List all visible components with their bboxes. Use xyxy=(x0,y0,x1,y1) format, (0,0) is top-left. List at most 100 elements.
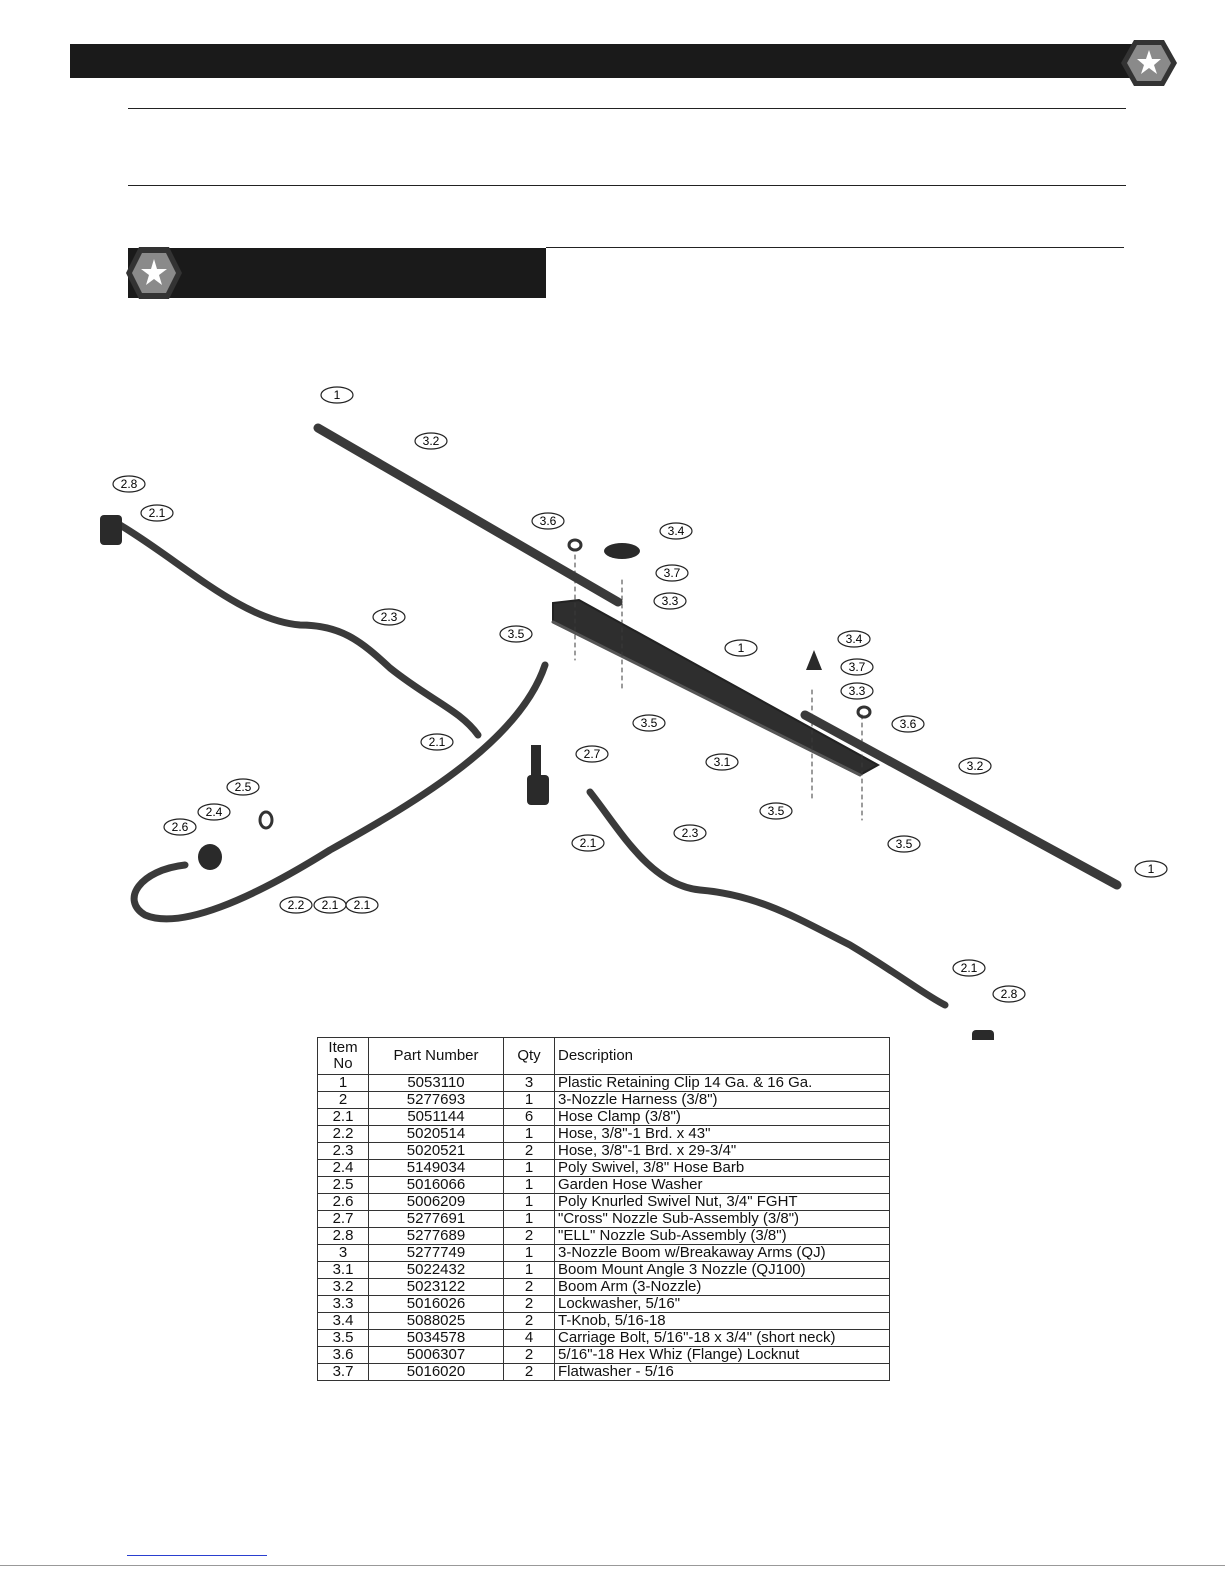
cell-part: 5053110 xyxy=(368,1074,504,1092)
cell-item: 2 xyxy=(317,1091,369,1109)
callout-label: 3.1 xyxy=(705,753,739,771)
cell-desc: Lockwasher, 5/16" xyxy=(554,1295,890,1313)
cell-item: 3.5 xyxy=(317,1329,369,1347)
star-badge-icon xyxy=(1121,40,1177,86)
callout-label: 3.3 xyxy=(840,682,874,700)
cell-item: 3.6 xyxy=(317,1346,369,1364)
cell-part: 5020514 xyxy=(368,1125,504,1143)
svg-text:2.1: 2.1 xyxy=(961,961,978,975)
svg-text:2.1: 2.1 xyxy=(149,506,166,520)
callout-label: 3.3 xyxy=(653,592,687,610)
column-header-part-number: Part Number xyxy=(368,1037,504,1075)
callout-label: 2.5 xyxy=(226,778,260,796)
cell-part: 5016026 xyxy=(368,1295,504,1313)
cell-desc: 3-Nozzle Boom w/Breakaway Arms (QJ) xyxy=(554,1244,890,1262)
svg-text:3.2: 3.2 xyxy=(967,759,984,773)
cell-item: 2.4 xyxy=(317,1159,369,1177)
cell-qty: 2 xyxy=(503,1295,555,1313)
cell-qty: 2 xyxy=(503,1363,555,1381)
cell-qty: 1 xyxy=(503,1176,555,1194)
callout-label: 3.7 xyxy=(840,658,874,676)
cell-part: 5016020 xyxy=(368,1363,504,1381)
cell-desc: Poly Knurled Swivel Nut, 3/4" FGHT xyxy=(554,1193,890,1211)
cell-part: 5006307 xyxy=(368,1346,504,1364)
cell-item: 2.1 xyxy=(317,1108,369,1126)
svg-text:1: 1 xyxy=(738,641,745,655)
callout-label: 2.8 xyxy=(112,475,146,493)
callout-label: 2.7 xyxy=(575,745,609,763)
callout-label: 2.6 xyxy=(163,818,197,836)
cell-desc: 5/16"-18 Hex Whiz (Flange) Locknut xyxy=(554,1346,890,1364)
cell-qty: 1 xyxy=(503,1091,555,1109)
cell-part: 5277693 xyxy=(368,1091,504,1109)
cell-desc: Poly Swivel, 3/8" Hose Barb xyxy=(554,1159,890,1177)
cell-item: 2.6 xyxy=(317,1193,369,1211)
cell-part: 5006209 xyxy=(368,1193,504,1211)
cell-item: 3.3 xyxy=(317,1295,369,1313)
svg-text:2.3: 2.3 xyxy=(381,610,398,624)
cell-item: 3.2 xyxy=(317,1278,369,1296)
cell-desc: Flatwasher - 5/16 xyxy=(554,1363,890,1381)
cell-desc: Plastic Retaining Clip 14 Ga. & 16 Ga. xyxy=(554,1074,890,1092)
svg-text:3.4: 3.4 xyxy=(668,524,685,538)
cell-part: 5016066 xyxy=(368,1176,504,1194)
cell-desc: Hose, 3/8"-1 Brd. x 29-3/4" xyxy=(554,1142,890,1160)
cell-item: 2.7 xyxy=(317,1210,369,1228)
callout-label: 3.6 xyxy=(531,512,565,530)
svg-text:3.5: 3.5 xyxy=(508,627,525,641)
cell-qty: 1 xyxy=(503,1244,555,1262)
cell-item: 2.8 xyxy=(317,1227,369,1245)
callout-label: 1 xyxy=(724,639,758,657)
svg-text:3.3: 3.3 xyxy=(849,684,866,698)
cell-part: 5020521 xyxy=(368,1142,504,1160)
callout-label: 2.1 xyxy=(313,896,347,914)
callout-label: 2.1 xyxy=(420,733,454,751)
svg-text:3.3: 3.3 xyxy=(662,594,679,608)
svg-text:2.7: 2.7 xyxy=(584,747,601,761)
divider-line xyxy=(546,247,1124,248)
cell-item: 2.3 xyxy=(317,1142,369,1160)
cell-part: 5051144 xyxy=(368,1108,504,1126)
column-header-item-no: Item No xyxy=(317,1037,369,1075)
svg-text:2.1: 2.1 xyxy=(354,898,371,912)
callout-label: 3.2 xyxy=(414,432,448,450)
star-badge-icon xyxy=(126,247,182,299)
callout-label: 2.3 xyxy=(372,608,406,626)
callout-label: 3.4 xyxy=(659,522,693,540)
cell-part: 5022432 xyxy=(368,1261,504,1279)
callout-label: 3.5 xyxy=(759,802,793,820)
svg-text:2.1: 2.1 xyxy=(322,898,339,912)
svg-text:3.4: 3.4 xyxy=(846,632,863,646)
cell-desc: Hose Clamp (3/8") xyxy=(554,1108,890,1126)
cell-item: 3.4 xyxy=(317,1312,369,1330)
callout-label: 3.7 xyxy=(655,564,689,582)
svg-text:2.1: 2.1 xyxy=(580,836,597,850)
svg-text:3.6: 3.6 xyxy=(540,514,557,528)
cell-item: 3 xyxy=(317,1244,369,1262)
cell-qty: 1 xyxy=(503,1210,555,1228)
cell-part: 5088025 xyxy=(368,1312,504,1330)
svg-text:3.5: 3.5 xyxy=(768,804,785,818)
divider-line xyxy=(128,185,1126,186)
svg-text:1: 1 xyxy=(1148,862,1155,876)
svg-text:1: 1 xyxy=(334,388,341,402)
cell-qty: 2 xyxy=(503,1312,555,1330)
cell-desc: Boom Arm (3-Nozzle) xyxy=(554,1278,890,1296)
cell-item: 2.5 xyxy=(317,1176,369,1194)
cell-qty: 2 xyxy=(503,1278,555,1296)
svg-text:2.1: 2.1 xyxy=(429,735,446,749)
callout-label: 3.5 xyxy=(499,625,533,643)
cell-qty: 6 xyxy=(503,1108,555,1126)
callout-label: 3.6 xyxy=(891,715,925,733)
